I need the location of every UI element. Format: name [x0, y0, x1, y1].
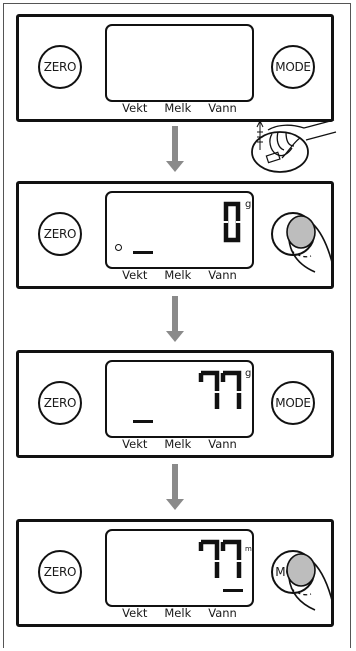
zero-button[interactable]: ZERO [38, 550, 82, 594]
lcd-display [105, 24, 254, 102]
mode-label-vann: Vann [208, 606, 237, 620]
mode-label-vann: Vann [208, 101, 237, 115]
zero-button[interactable]: ZERO [38, 45, 82, 89]
unit-label: g [245, 199, 252, 210]
mode-label-vann: Vann [208, 437, 237, 451]
mode-label-melk: Melk [164, 606, 192, 620]
lcd-display: g [105, 360, 254, 438]
mode-label-vann: Vann [208, 268, 237, 282]
lcd-digit [223, 201, 241, 243]
mode-label-vekt: Vekt [122, 101, 148, 115]
scale-panel-step-3: ZERO g MODE Vekt Melk Vann [16, 350, 334, 458]
mode-label-vekt: Vekt [122, 606, 148, 620]
mode-label-melk: Melk [164, 268, 192, 282]
lcd-digits [198, 539, 242, 578]
scale-panel-step-2: ZERO g M Vekt Melk Vann [16, 181, 334, 289]
finger-press-icon [286, 553, 334, 611]
unit-label: g [245, 368, 252, 379]
scale-with-hand-icon [251, 119, 337, 173]
tare-indicator-dot [115, 244, 122, 251]
mode-cursor [223, 589, 243, 592]
scale-panel-step-1: ZERO MODE Vekt Melk Vann [16, 14, 334, 122]
mode-button[interactable]: MODE [271, 381, 315, 425]
lcd-display: g [105, 191, 254, 269]
lcd-digits [198, 370, 242, 409]
mode-label-melk: Melk [164, 101, 192, 115]
mode-labels: Vekt Melk Vann [105, 101, 254, 115]
diagram-frame [3, 3, 351, 648]
unit-label: ml [245, 545, 254, 553]
scale-panel-step-4: ZERO ml MODE Vekt Melk Vann [16, 519, 334, 627]
zero-button[interactable]: ZERO [38, 381, 82, 425]
mode-label-melk: Melk [164, 437, 192, 451]
mode-label-vekt: Vekt [122, 437, 148, 451]
mode-button[interactable]: MODE [271, 45, 315, 89]
lcd-display: ml [105, 529, 254, 607]
finger-press-icon [286, 215, 334, 273]
mode-label-vekt: Vekt [122, 268, 148, 282]
mode-labels: Vekt Melk Vann [105, 268, 254, 282]
mode-labels: Vekt Melk Vann [105, 606, 254, 620]
mode-cursor [133, 420, 153, 423]
mode-cursor [133, 251, 153, 254]
zero-button[interactable]: ZERO [38, 212, 82, 256]
mode-labels: Vekt Melk Vann [105, 437, 254, 451]
